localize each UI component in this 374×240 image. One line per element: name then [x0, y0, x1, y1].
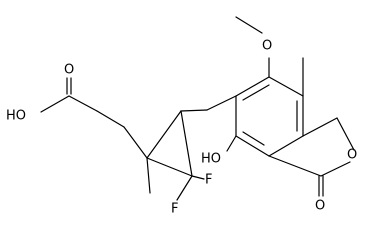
bond-arom-2 — [268, 76, 304, 97]
bond-cf-upper — [191, 175, 205, 180]
bond-lactone-co-ring — [268, 155, 322, 177]
bond-cyclopropane-a — [146, 110, 182, 159]
bond-arom-inner-a — [242, 84, 270, 101]
structure-canvas: O HO F F O HO O O — [6, 16, 357, 217]
atom-label-fluorine-lower: F — [171, 202, 178, 217]
atom-label-lactone-carbonyl-o: O — [315, 199, 325, 214]
atom-label-lactone-ring-o: O — [347, 148, 357, 163]
bond-cyclopropane-b — [180, 110, 193, 177]
bond-lactone-o-co — [320, 161, 351, 177]
molecule-structure: O HO F F O HO O O — [6, 16, 357, 217]
atom-label-acid-oh: HO — [6, 109, 26, 124]
bond-cyclopropane-c — [146, 157, 193, 177]
bond-phenol-o — [226, 135, 237, 152]
atom-label-fluorine-upper: F — [205, 173, 212, 188]
bond-arom-1 — [235, 76, 270, 97]
atom-label-acid-carbonyl-o: O — [64, 63, 74, 78]
bond-chain-3 — [123, 126, 148, 159]
bond-cooh-single-oh — [40, 95, 70, 113]
bond-ch2-linker-a — [180, 109, 208, 112]
bond-chain-1 — [68, 95, 98, 112]
atom-label-methoxy-o: O — [262, 39, 272, 54]
bond-lactone-ch2-o — [336, 117, 355, 151]
bond-arom-5 — [235, 135, 270, 157]
bond-lactone-ch2 — [302, 117, 338, 137]
bond-cyclopropane-methyl — [146, 157, 151, 194]
bond-cf-lower — [176, 175, 193, 201]
bond-arom-inner-c — [242, 131, 265, 146]
bond-chain-2 — [96, 110, 125, 128]
atom-label-phenol-oh: HO — [201, 152, 221, 167]
bond-arom-4 — [268, 135, 304, 157]
bond-ch2-linker-b — [206, 95, 237, 111]
bond-methoxy-ch3 — [235, 16, 263, 34]
